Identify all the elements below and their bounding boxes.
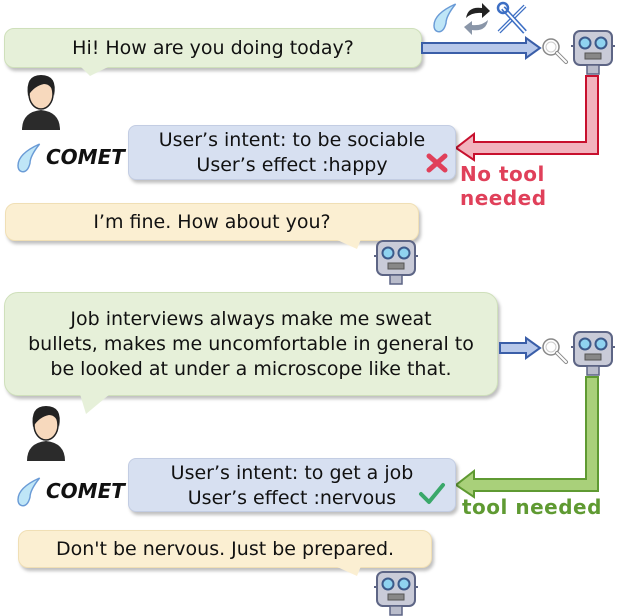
comet-text: COMET: [46, 479, 125, 503]
user-message-1: Hi! How are you doing today?: [4, 28, 422, 68]
message-line: Job interviews always make me sweat: [70, 307, 432, 330]
comet-icon: [17, 143, 41, 173]
user-avatar: [21, 74, 61, 131]
effect-text: User’s effect :nervous: [187, 487, 397, 509]
comet-icon: [17, 477, 41, 507]
message-text: Don't be nervous. Just be prepared.: [55, 537, 395, 560]
bot-message-1: I’m fine. How about you?: [5, 203, 419, 241]
bubble-tail: [335, 566, 361, 576]
intent-text: User’s intent: to be sociable: [158, 129, 426, 151]
tools-icon: [496, 1, 527, 34]
comet-inference-2: User’s intent: to get a job User’s effec…: [128, 458, 456, 512]
bubble-tail: [335, 239, 361, 249]
comet-icon: [433, 3, 457, 33]
comet-label: COMET: [17, 477, 125, 507]
user-avatar: [26, 405, 66, 462]
bubble-tail: [80, 66, 110, 76]
check-icon: [419, 483, 445, 504]
green-arrow: [454, 376, 599, 499]
magnifier-icon: [541, 337, 568, 364]
bubble-tail: [80, 394, 110, 414]
blue-arrow: [421, 36, 542, 60]
robot-icon: [570, 331, 616, 376]
comet-text: COMET: [46, 145, 125, 169]
robot-icon: [570, 30, 616, 75]
comet-inference-1: User’s intent: to be sociable User’s eff…: [128, 125, 456, 180]
user-message-2: Job interviews always make me sweat bull…: [4, 292, 498, 396]
x-icon: [426, 153, 448, 173]
robot-icon: [373, 571, 419, 616]
message-text: I’m fine. How about you?: [93, 210, 331, 233]
intent-text: User’s intent: to get a job: [170, 462, 414, 484]
tool-needed-label: tool needed: [462, 495, 602, 519]
message-line: be looked at under a microscope like tha…: [50, 357, 452, 380]
message-text: Hi! How are you doing today?: [72, 36, 354, 59]
effect-text: User’s effect :happy: [196, 154, 388, 176]
magnifier-icon: [541, 37, 568, 64]
bot-message-2: Don't be nervous. Just be prepared.: [18, 530, 432, 568]
robot-icon: [373, 240, 419, 285]
no-tool-needed-label: No tool needed: [460, 162, 547, 210]
blue-arrow: [499, 336, 542, 360]
refresh-arrows-icon: [464, 3, 490, 35]
comet-label: COMET: [17, 143, 125, 173]
red-arrow: [454, 75, 599, 162]
message-line: bullets, makes me uncomfortable in gener…: [28, 332, 474, 355]
